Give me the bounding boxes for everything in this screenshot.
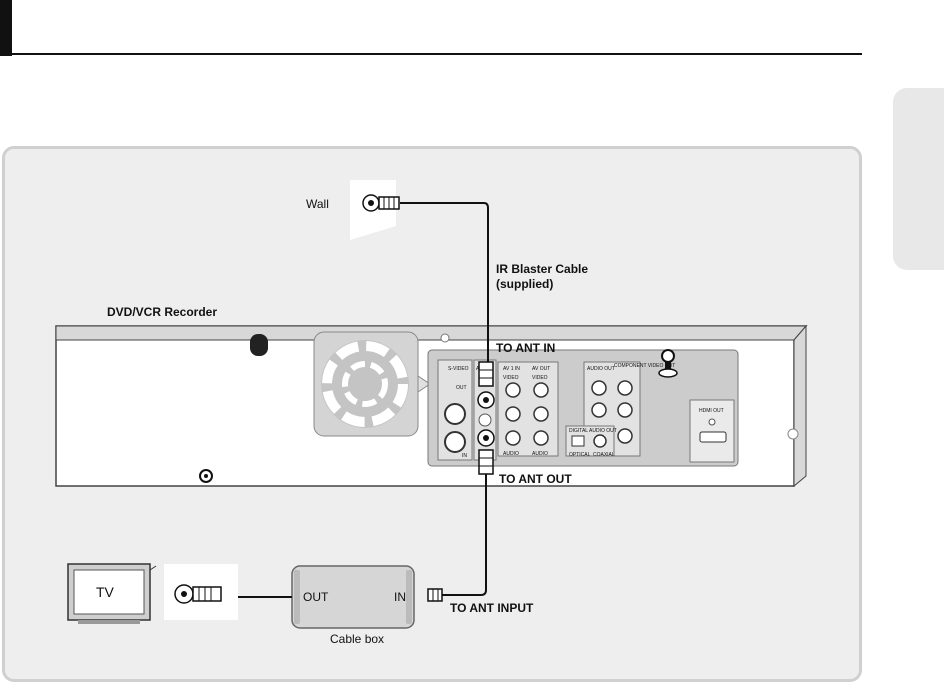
audio-label-1: AUDIO <box>503 451 519 457</box>
connector-panel <box>428 350 738 466</box>
out-label: OUT <box>456 385 467 391</box>
hdmi-out-label: HDMI OUT <box>699 408 724 414</box>
in-label: IN <box>462 453 467 459</box>
fan-icon <box>314 332 430 436</box>
ant-in-label: TO ANT IN <box>496 341 555 355</box>
tv-label: TV <box>96 584 114 601</box>
box-in-label: IN <box>394 590 406 604</box>
ir-blaster-label: IR Blaster Cable <box>496 262 588 276</box>
digital-audio-out-label: DIGITAL AUDIO OUT <box>569 428 617 434</box>
wall-label: Wall <box>306 197 329 211</box>
av-out-label: AV OUT <box>532 366 550 372</box>
cable-box-label: Cable box <box>330 632 384 646</box>
cable-ant-out-to-box <box>442 474 486 595</box>
s-video-label: S-VIDEO <box>448 366 469 372</box>
ant-in-plug-icon <box>478 362 494 408</box>
ir-blaster-note: (supplied) <box>496 277 553 291</box>
tv-connector-icon <box>175 585 221 603</box>
coaxial-label: COAXIAL <box>593 452 615 458</box>
recorder-label: DVD/VCR Recorder <box>107 305 217 319</box>
box-out-label: OUT <box>303 590 328 604</box>
ant-out-plug-icon <box>478 430 494 474</box>
ant-out-label: TO ANT OUT <box>499 472 572 486</box>
ant-input-label: TO ANT INPUT <box>450 601 533 615</box>
video-label-1: VIDEO <box>503 375 519 381</box>
optical-label: OPTICAL <box>569 452 591 458</box>
audio-label-2: AUDIO <box>532 451 548 457</box>
av1-in-label: AV 1 IN <box>503 366 520 372</box>
audio-out-label: AUDIO OUT <box>587 366 615 372</box>
wall-connector-icon <box>363 195 399 211</box>
box-in-plug-icon <box>428 589 442 601</box>
video-label-2: VIDEO <box>532 375 548 381</box>
